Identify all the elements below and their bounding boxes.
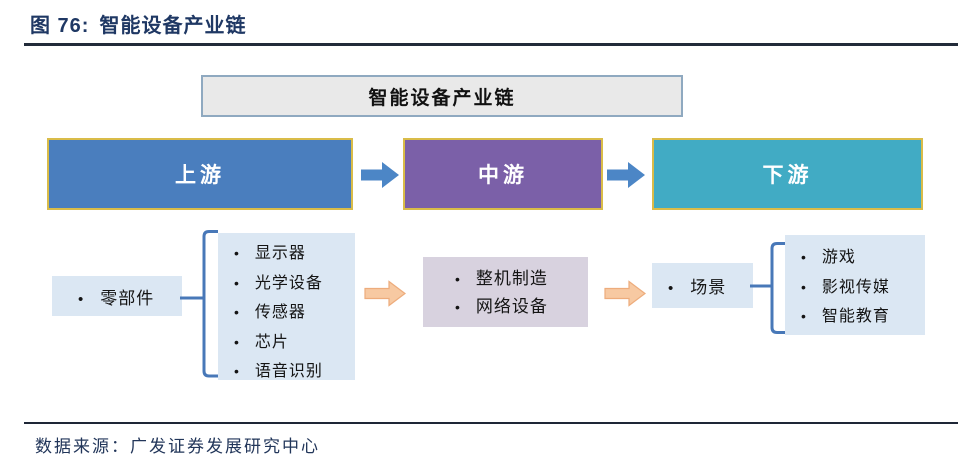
downstream-detail-list: 游戏 影视传媒 智能教育 xyxy=(785,235,925,335)
stage-upstream-label: 上游 xyxy=(175,164,225,187)
figure-title: 智能设备产业链 xyxy=(99,15,247,37)
list-item: 传感器 xyxy=(234,298,355,328)
process-arrow-right-icon xyxy=(604,280,646,307)
bracket-icon xyxy=(180,230,218,378)
stage-midstream-label: 中游 xyxy=(478,164,528,187)
chain-title: 智能设备产业链 xyxy=(368,87,516,109)
stage-upstream-box: 上游 xyxy=(47,138,353,210)
stage-downstream-label: 下游 xyxy=(762,164,813,187)
list-item: 光学设备 xyxy=(234,269,355,299)
process-arrow-right-icon xyxy=(364,280,406,307)
list-item: 网络设备 xyxy=(455,293,588,321)
bottom-divider xyxy=(24,422,958,424)
data-source-note: 数据来源：广发证券发展研究中心 xyxy=(35,437,320,456)
flow-arrow-right-icon xyxy=(607,162,645,188)
bracket-icon xyxy=(750,242,786,334)
downstream-summary-box: 场景 xyxy=(652,263,753,308)
stage-midstream-box: 中游 xyxy=(403,138,603,210)
list-item: 游戏 xyxy=(801,243,925,273)
list-item: 语音识别 xyxy=(234,357,355,387)
list-item: 芯片 xyxy=(234,328,355,358)
flow-arrow-right-icon xyxy=(361,162,399,188)
upstream-detail-list: 显示器 光学设备 传感器 芯片 语音识别 xyxy=(218,233,355,380)
list-item: 智能教育 xyxy=(801,302,925,332)
list-item: 影视传媒 xyxy=(801,273,925,303)
list-item: 显示器 xyxy=(234,239,355,269)
figure-number: 图 76: xyxy=(30,15,90,37)
downstream-summary-label: 场景 xyxy=(668,273,726,298)
list-item: 整机制造 xyxy=(455,265,588,293)
upstream-summary-label: 零部件 xyxy=(78,284,154,309)
chain-title-box: 智能设备产业链 xyxy=(201,75,683,117)
upstream-summary-box: 零部件 xyxy=(52,276,182,316)
top-divider xyxy=(24,43,958,46)
figure-heading: 图 76: 智能设备产业链 xyxy=(30,9,246,38)
stage-downstream-box: 下游 xyxy=(652,138,923,210)
midstream-detail-list: 整机制造 网络设备 xyxy=(423,257,588,327)
